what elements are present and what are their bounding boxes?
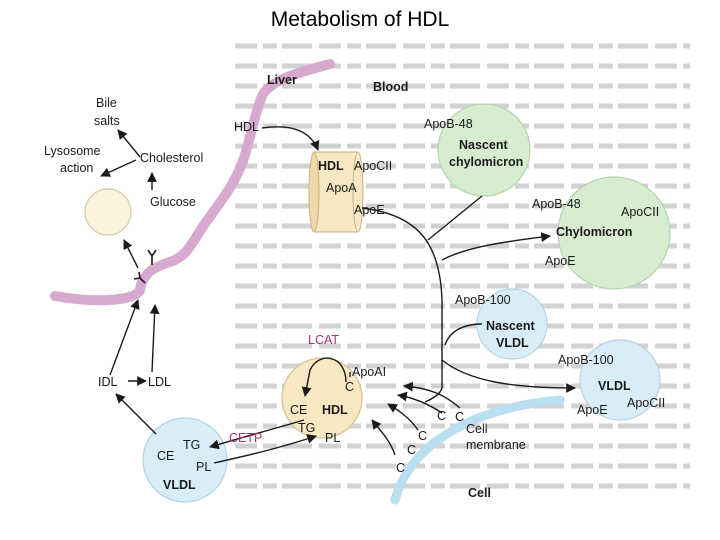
vldl-lower-label: VLDL: [163, 478, 196, 492]
receptor-icon: [133, 249, 157, 284]
lysosome-label-2: action: [60, 161, 93, 175]
nascent-chylo-label-2: chylomicron: [449, 155, 523, 169]
hdl-top-label: HDL: [318, 159, 344, 173]
bile-salts-label-1: Bile: [96, 96, 117, 110]
pathway-arrows: [100, 126, 576, 464]
hdl-particle-lower: [281, 357, 363, 439]
tg-vldl-label: TG: [183, 438, 200, 452]
diagram-title: Metabolism of HDL: [270, 8, 450, 31]
hdl-disc-top: [308, 151, 364, 233]
chylomicron-label: Chylomicron: [556, 225, 632, 239]
apo-e-chylo-label: ApoE: [545, 254, 576, 268]
glucose-label: Glucose: [150, 195, 196, 209]
lcat-label: LCAT: [308, 333, 339, 347]
liver-label: Liver: [267, 73, 297, 87]
c-label-2: C: [455, 410, 464, 424]
lysosome-vesicle: [84, 188, 132, 236]
cetp-label: CETP: [229, 431, 262, 445]
c-label-1: C: [437, 409, 446, 423]
pl-hdl-label: PL: [325, 431, 340, 445]
liver-membrane: [50, 59, 335, 306]
vldl-particle-right: [579, 339, 661, 421]
c-lower-label: C: [345, 380, 354, 394]
apo-e-top-label: ApoE: [354, 203, 385, 217]
apob100-vldl-label: ApoB-100: [558, 353, 614, 367]
apo-a1-label: ApoAI: [352, 365, 386, 379]
c-label-4: C: [407, 443, 416, 457]
idl-label: IDL: [98, 375, 118, 389]
apob48-nascent-label: ApoB-48: [424, 117, 473, 131]
nascent-chylo-label-1: Nascent: [459, 138, 508, 152]
lysosome-label-1: Lysosome: [44, 144, 101, 158]
hdl-enter-label: HDL: [234, 120, 259, 134]
apob48-chylo-label: ApoB-48: [532, 197, 581, 211]
bile-salts-label-2: salts: [94, 114, 120, 128]
ce-hdl-label: CE: [290, 403, 307, 417]
cholesterol-label: Cholesterol: [140, 151, 203, 165]
apo-c2-vldl-label: ApoCII: [627, 396, 665, 410]
vldl-right-label: VLDL: [598, 379, 631, 393]
nascent-vldl-label-2: VLDL: [496, 336, 529, 350]
ce-vldl-label: CE: [157, 449, 174, 463]
apo-e-vldl-label: ApoE: [577, 403, 608, 417]
tg-hdl-label: TG: [298, 421, 315, 435]
c-label-5: C: [396, 461, 405, 475]
apo-a-top-label: ApoA: [326, 181, 357, 195]
nascent-chylomicron-particle: [437, 103, 531, 197]
c-label-3: C: [418, 429, 427, 443]
pl-vldl-label: PL: [196, 460, 211, 474]
chylomicron-particle: [557, 176, 671, 290]
cell-membrane-label-1: Cell: [466, 422, 488, 436]
cell-membrane: [390, 395, 565, 505]
apob100-nascent-label: ApoB-100: [455, 293, 511, 307]
nascent-vldl-label-1: Nascent: [486, 319, 535, 333]
apo-c2-top-label: ApoCII: [354, 159, 392, 173]
blood-label: Blood: [373, 80, 408, 94]
hdl-lower-label: HDL: [322, 403, 348, 417]
ldl-label: LDL: [148, 375, 171, 389]
apo-c2-chylo-label: ApoCII: [621, 205, 659, 219]
cell-label: Cell: [468, 486, 491, 500]
cell-membrane-label-2: membrane: [466, 438, 526, 452]
